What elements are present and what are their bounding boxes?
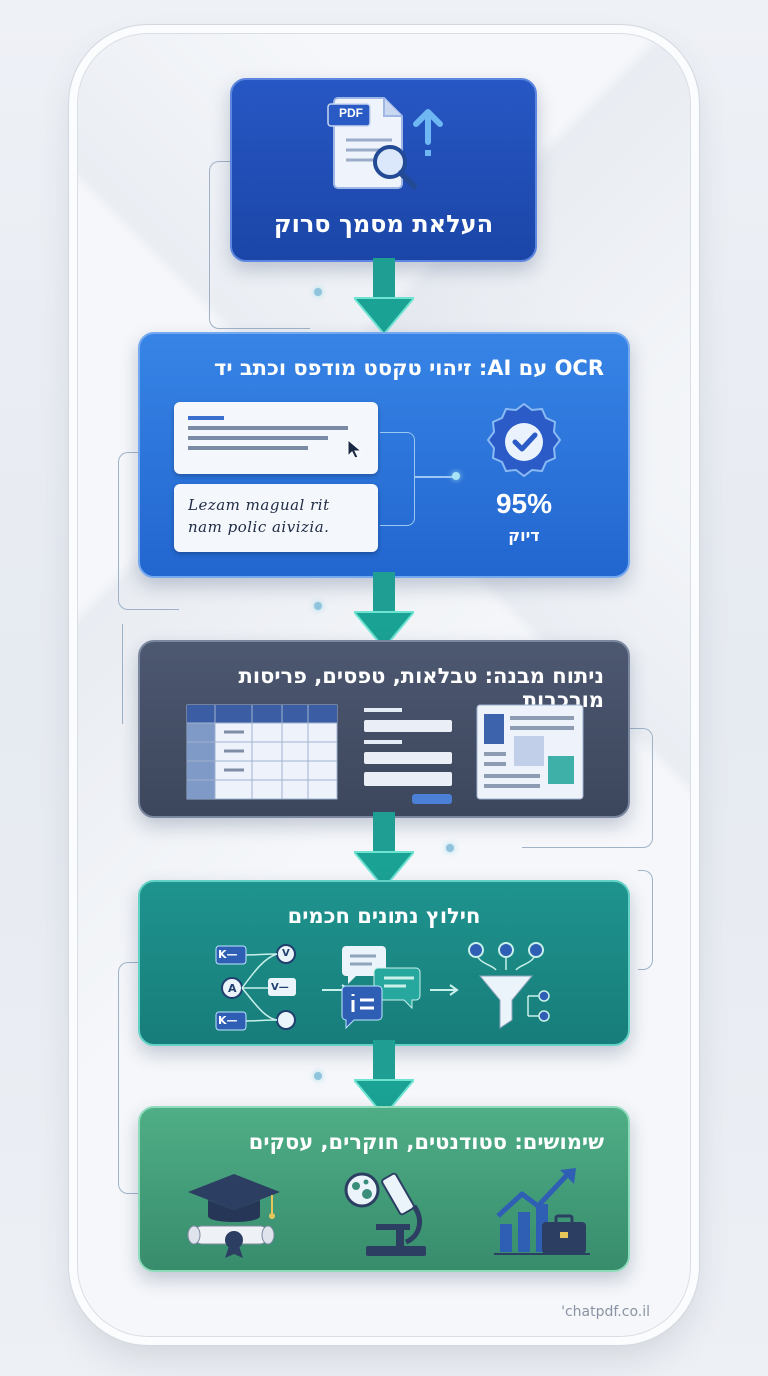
handwriting-panel: Lezam magual rit nam polic aivizia. <box>174 484 378 552</box>
step-ocr-card: OCR עם AI: זיהוי טקסט מודפס וכתב יד Leza… <box>138 332 630 578</box>
printed-line <box>188 426 348 430</box>
handwriting-line-2: nam polic aivizia. <box>188 518 330 536</box>
business-growth-icon <box>494 1168 590 1255</box>
pdf-badge-text: PDF <box>339 106 363 120</box>
printed-line <box>188 416 224 420</box>
printed-line <box>188 446 308 450</box>
step-extraction-card: חילוץ נתונים חכמים K— A K— V V— <box>138 880 630 1046</box>
printed-line <box>188 436 328 440</box>
step-usage-title: שימושים: סטודנטים, חוקרים, עסקים <box>248 1130 604 1154</box>
ocr-connector-line <box>414 476 454 478</box>
phone-side-button-left <box>70 262 74 306</box>
kv-label: A <box>228 982 237 995</box>
step-usage-card: שימושים: סטודנטים, חוקרים, עסקים <box>138 1106 630 1272</box>
printed-text-panel <box>174 402 378 474</box>
pdf-upload-icon <box>327 97 443 189</box>
key-value-mapping-icon <box>215 944 296 1031</box>
connector-dot-1 <box>314 288 322 296</box>
accuracy-value: 95% <box>495 488 553 519</box>
phone-frame: PDF העלאת מסמך סרוק OCR עם AI: זיהוי טקס… <box>78 34 690 1336</box>
microscope-icon <box>344 1172 426 1256</box>
layout-icon <box>476 704 584 800</box>
step-ocr-title: OCR עם AI: זיהוי טקסט מודפס וכתב יד <box>214 356 604 380</box>
flow-arrow-2 <box>354 572 414 650</box>
table-icon <box>186 704 338 800</box>
watermark-text: 'chatpdf.co.il <box>561 1304 650 1320</box>
verified-badge-icon <box>486 402 562 478</box>
accuracy-label: דיוק <box>508 526 540 545</box>
flow-arrow-3 <box>354 812 414 890</box>
connector-line-5 <box>638 870 653 970</box>
connector-line-3 <box>122 624 123 724</box>
kv-label: K— <box>218 948 238 961</box>
flow-arrow-1 <box>354 258 414 336</box>
handwriting-line-1: Lezam magual rit <box>188 496 330 514</box>
phone-side-button-right <box>694 378 698 448</box>
ocr-connector-bracket <box>380 432 415 526</box>
flow-arrow-4 <box>354 1040 414 1118</box>
cursor-icon <box>347 438 363 459</box>
step-structure-card: ניתוח מבנה: טבלאות, טפסים, פריסות מורכבו… <box>138 640 630 818</box>
step-upload-title: העלאת מסמך סרוק <box>273 210 494 238</box>
chat-bubbles-icon <box>341 946 421 1030</box>
connector-dot-3 <box>446 844 454 852</box>
kv-label: K— <box>218 1014 238 1027</box>
kv-label: V <box>282 948 290 959</box>
connector-dot-4 <box>314 1072 322 1080</box>
kv-label: V— <box>271 982 289 993</box>
step-upload-card: PDF העלאת מסמך סרוק <box>230 78 537 262</box>
right-arrow-icon <box>430 984 459 996</box>
graduation-cap-icon <box>187 1174 280 1258</box>
step-extraction-title: חילוץ נתונים חכמים <box>287 904 481 928</box>
ocr-connector-dot <box>452 472 460 480</box>
form-icon <box>364 708 452 804</box>
connector-dot-2 <box>314 602 322 610</box>
funnel-filter-icon <box>468 942 550 1029</box>
